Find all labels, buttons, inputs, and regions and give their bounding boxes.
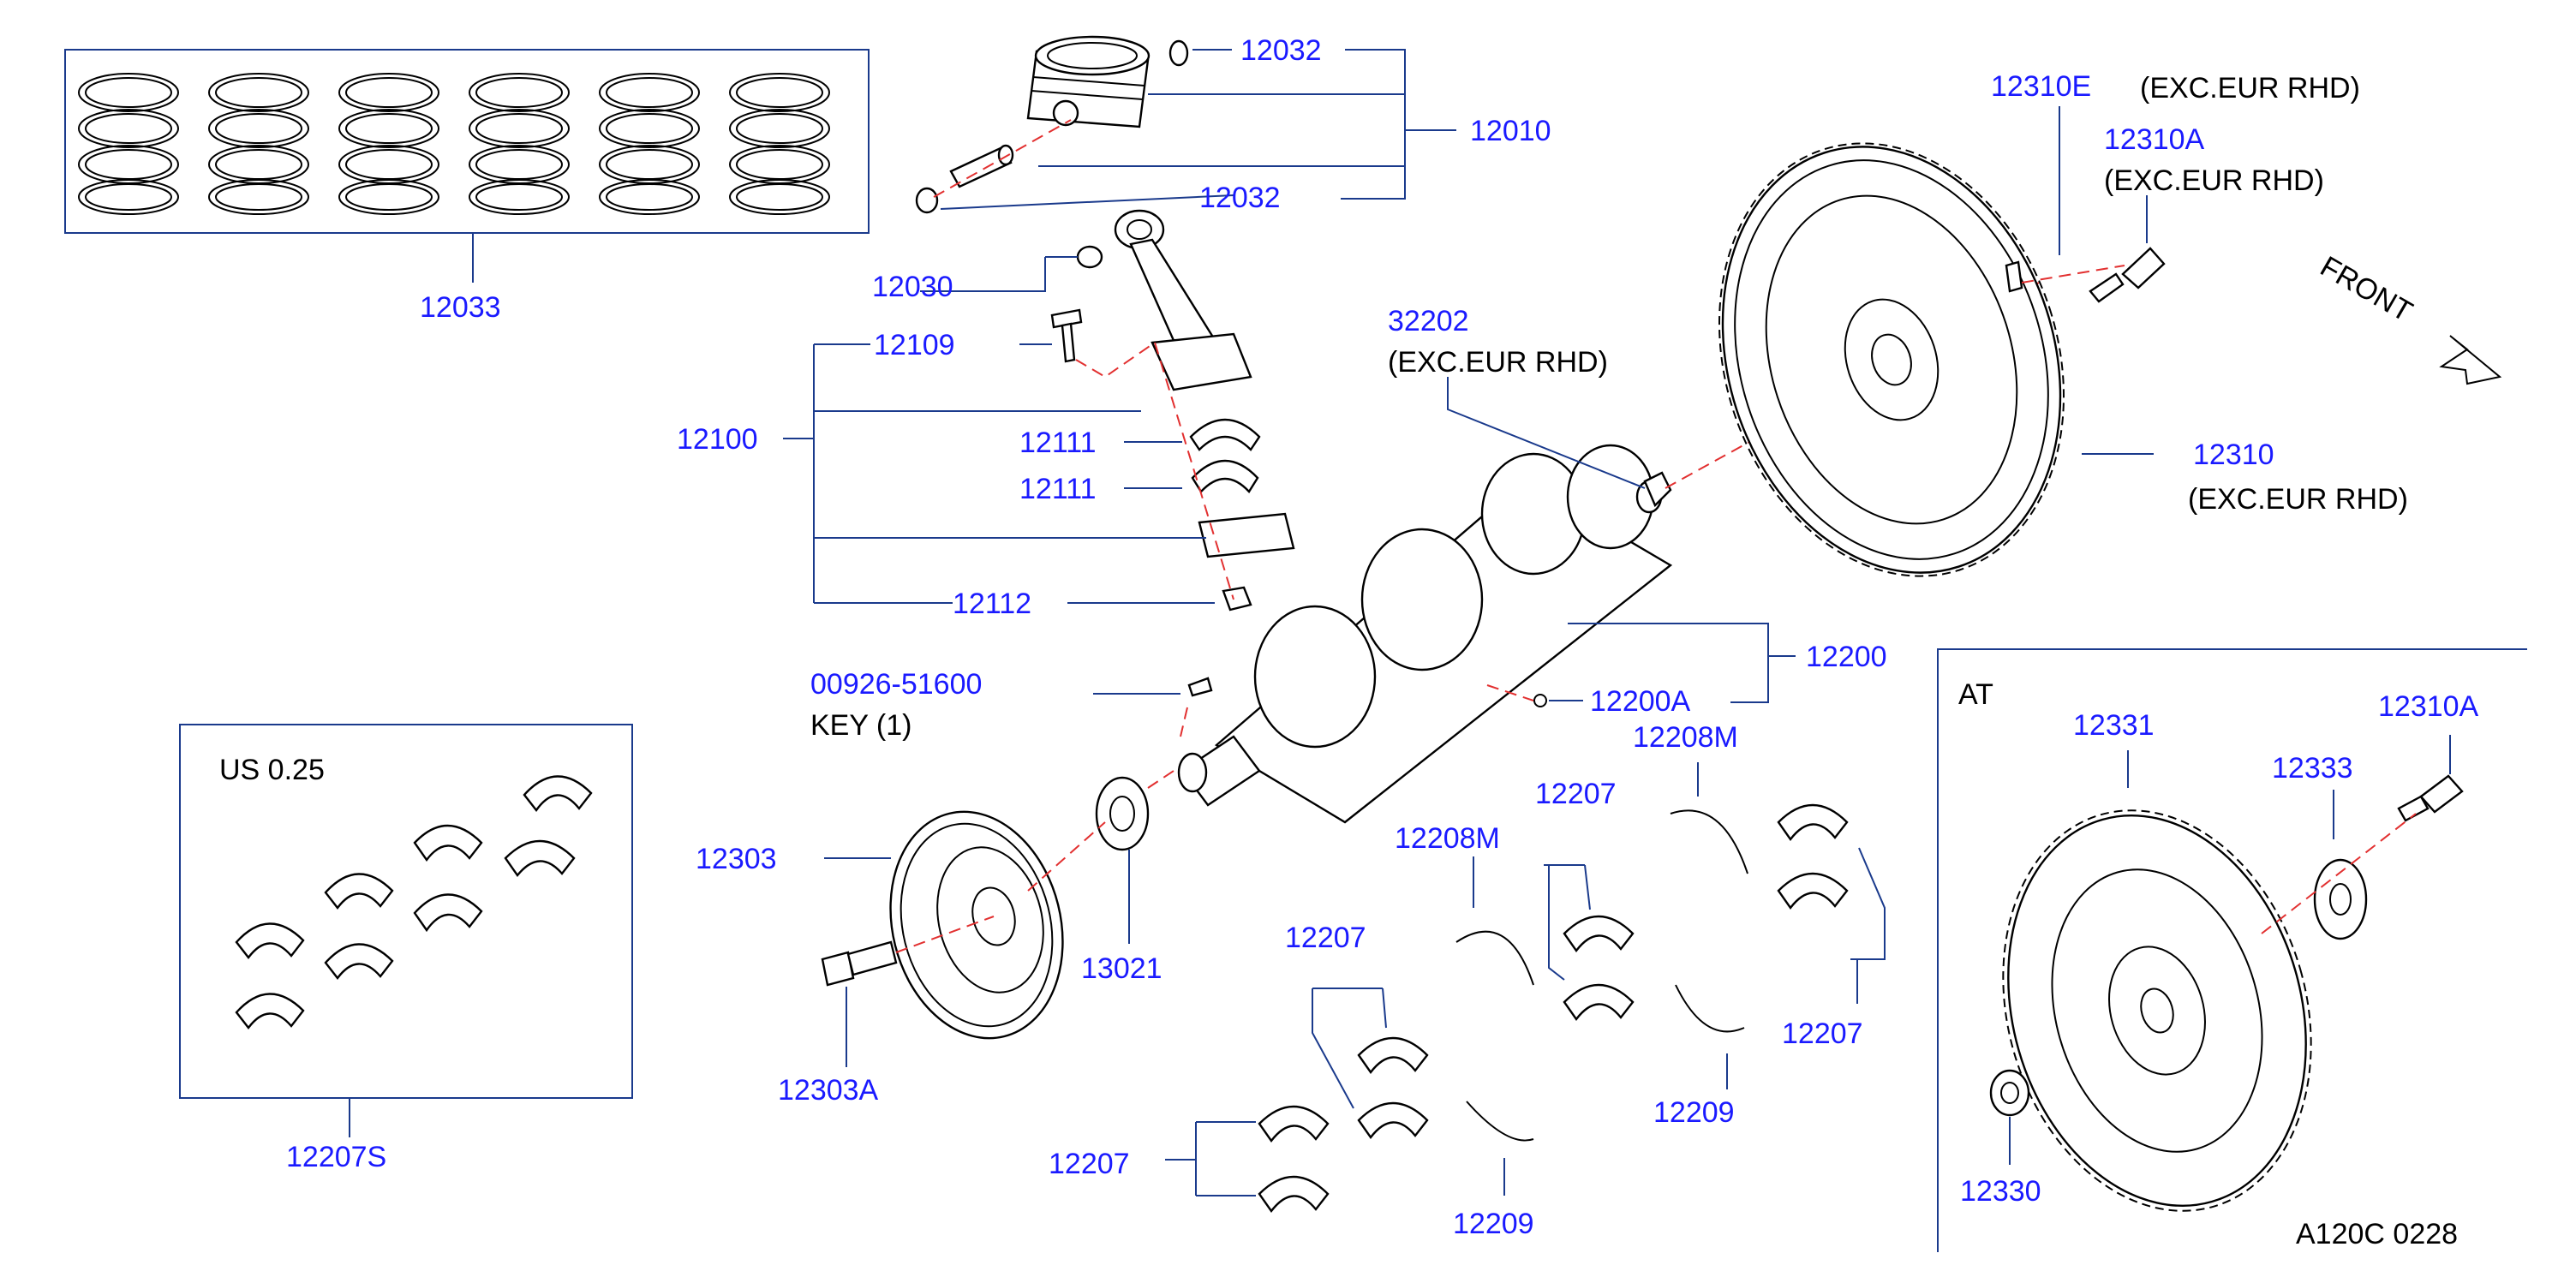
note-us-025: US 0.25 xyxy=(219,754,325,786)
diagram-code: A120C 0228 xyxy=(2296,1218,2458,1250)
label-12303A: 12303A xyxy=(778,1074,879,1107)
label-12207-upper: 12207 xyxy=(1535,778,1617,810)
label-12209-right: 12209 xyxy=(1653,1096,1735,1129)
label-12032-top: 12032 xyxy=(1240,34,1322,67)
note-at: AT xyxy=(1958,678,1993,711)
label-12207-middle: 12207 xyxy=(1285,922,1366,954)
label-12111-lower: 12111 xyxy=(1019,473,1097,505)
piston-ring-set-12033 xyxy=(64,49,870,283)
label-00926-51600: 00926-51600 xyxy=(810,668,982,701)
note-12310E-exc: (EXC.EUR RHD) xyxy=(2140,72,2360,104)
front-arrow-icon: FRONT xyxy=(2315,250,2502,385)
label-13021: 13021 xyxy=(1081,952,1162,985)
crank-pulley-12303 xyxy=(821,776,1150,1040)
connecting-rod-12100 xyxy=(1050,209,1295,612)
note-12310-exc: (EXC.EUR RHD) xyxy=(2188,483,2408,516)
label-12310: 12310 xyxy=(2193,439,2274,471)
label-12310E: 12310E xyxy=(1991,70,2091,103)
label-12111-upper: 12111 xyxy=(1019,427,1097,459)
label-12100: 12100 xyxy=(677,423,758,456)
label-12207S: 12207S xyxy=(286,1141,386,1173)
label-12330: 12330 xyxy=(1960,1175,2041,1208)
label-12030: 12030 xyxy=(872,271,953,303)
front-label: FRONT xyxy=(2315,250,2418,328)
automatic-transmission-section xyxy=(1937,648,2527,1252)
label-12310A-at: 12310A xyxy=(2378,690,2479,723)
label-32202: 32202 xyxy=(1388,305,1469,337)
label-12207-lower-left: 12207 xyxy=(1049,1148,1130,1180)
label-12303: 12303 xyxy=(696,843,777,875)
label-12200A: 12200A xyxy=(1590,685,1691,718)
note-32202-exc: (EXC.EUR RHD) xyxy=(1388,346,1608,379)
main-bearings-and-thrust-washers xyxy=(1258,803,1849,1214)
label-12333: 12333 xyxy=(2272,752,2353,785)
label-12112: 12112 xyxy=(953,588,1031,620)
label-12033: 12033 xyxy=(420,291,501,324)
label-12331: 12331 xyxy=(2073,709,2155,742)
label-12209-left: 12209 xyxy=(1453,1208,1534,1240)
label-12200: 12200 xyxy=(1806,641,1887,673)
label-12207-right: 12207 xyxy=(1782,1017,1863,1050)
note-key: KEY (1) xyxy=(810,709,911,742)
label-12032-bottom: 12032 xyxy=(1199,182,1281,214)
label-12208M-left: 12208M xyxy=(1395,822,1500,855)
flywheel-12310 xyxy=(1718,142,2166,577)
undersize-bearing-set-12207S xyxy=(179,724,633,1137)
piston-12010 xyxy=(915,35,1189,214)
note-12310A-exc: (EXC.EUR RHD) xyxy=(2104,164,2324,197)
label-12010: 12010 xyxy=(1470,115,1551,147)
label-12310A: 12310A xyxy=(2104,123,2205,156)
label-12109: 12109 xyxy=(874,329,955,361)
label-12208M-right: 12208M xyxy=(1633,721,1738,754)
crankshaft-12200 xyxy=(1177,444,1673,824)
